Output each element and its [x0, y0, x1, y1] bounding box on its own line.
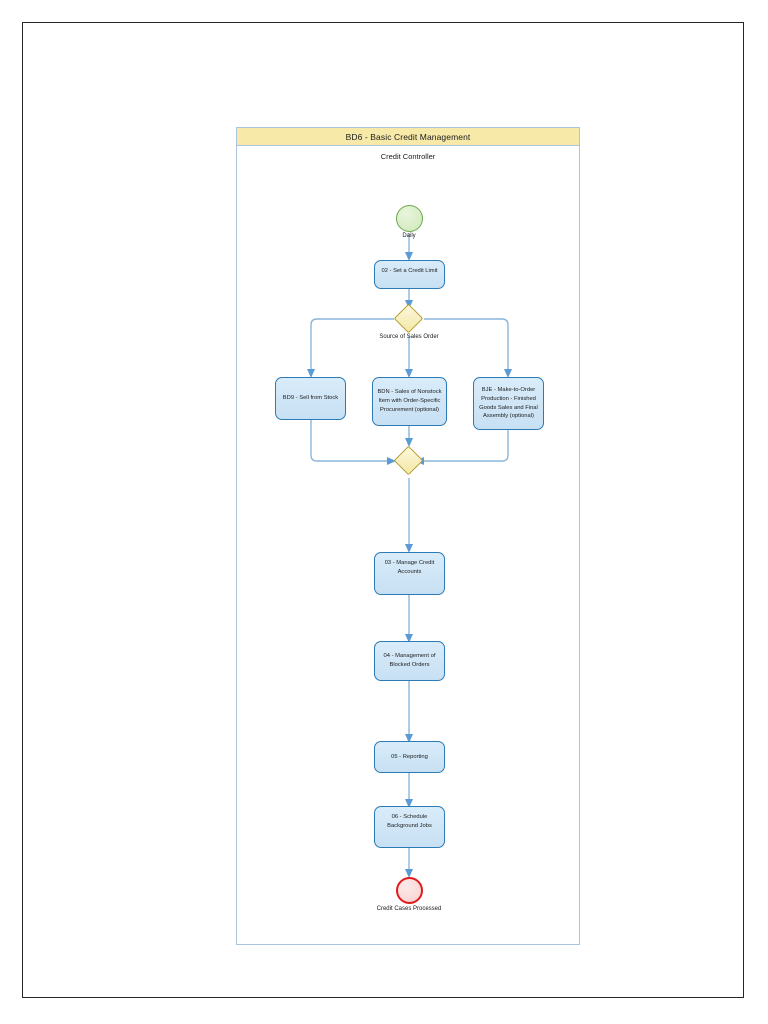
flow-split-to-bje: [424, 318, 509, 371]
gateway-merge[interactable]: [393, 445, 424, 476]
task-06-schedule-background-jobs[interactable]: 06 - Schedule Background Jobs: [374, 806, 445, 848]
gateway-split-label: Source of Sales Order: [379, 334, 439, 340]
task-05-reporting[interactable]: 05 - Reporting: [374, 741, 445, 773]
lane-title: Credit Controller: [380, 152, 436, 161]
task-bdn-label: BDN - Sales of Nonstock Item with Order-…: [377, 389, 442, 413]
task-02-set-credit-limit[interactable]: 02 - Set a Credit Limit: [374, 260, 445, 289]
task-bje-make-to-order[interactable]: BJE - Make-to-Order Production - Finishe…: [473, 377, 544, 430]
pool-title: BD6 - Basic Credit Management: [237, 128, 579, 146]
task-04-management-blocked-orders[interactable]: 04 - Management of Blocked Orders: [374, 641, 445, 681]
end-event-label: Credit Cases Processed: [376, 906, 442, 912]
start-event-daily[interactable]: [396, 205, 423, 232]
task-03-manage-credit-accounts[interactable]: 03 - Manage Credit Accounts: [374, 552, 445, 595]
flow-split-to-bd9: [310, 318, 394, 371]
gateway-source-of-sales-order[interactable]: [393, 303, 424, 334]
task-02-label: 02 - Set a Credit Limit: [381, 268, 438, 274]
flow-bd9-to-merge: [310, 420, 389, 462]
task-03-label: 03 - Manage Credit Accounts: [384, 560, 435, 575]
task-05-label: 05 - Reporting: [391, 753, 428, 760]
task-06-label: 06 - Schedule Background Jobs: [387, 814, 432, 829]
task-bdn-nonstock-sales[interactable]: BDN - Sales of Nonstock Item with Order-…: [372, 377, 447, 426]
start-event-label: Daily: [402, 233, 416, 239]
page-frame: BD6 - Basic Credit Management Credit Con…: [22, 22, 744, 998]
task-bd9-sell-from-stock[interactable]: BD9 - Sell from Stock: [275, 377, 346, 420]
task-bje-label: BJE - Make-to-Order Production - Finishe…: [479, 387, 538, 420]
bpmn-pool: BD6 - Basic Credit Management Credit Con…: [236, 127, 580, 945]
task-04-label: 04 - Management of Blocked Orders: [383, 653, 436, 668]
end-event-credit-cases-processed[interactable]: [396, 877, 423, 904]
flow-bje-to-merge: [422, 430, 509, 462]
task-bd9-label: BD9 - Sell from Stock: [282, 395, 339, 402]
